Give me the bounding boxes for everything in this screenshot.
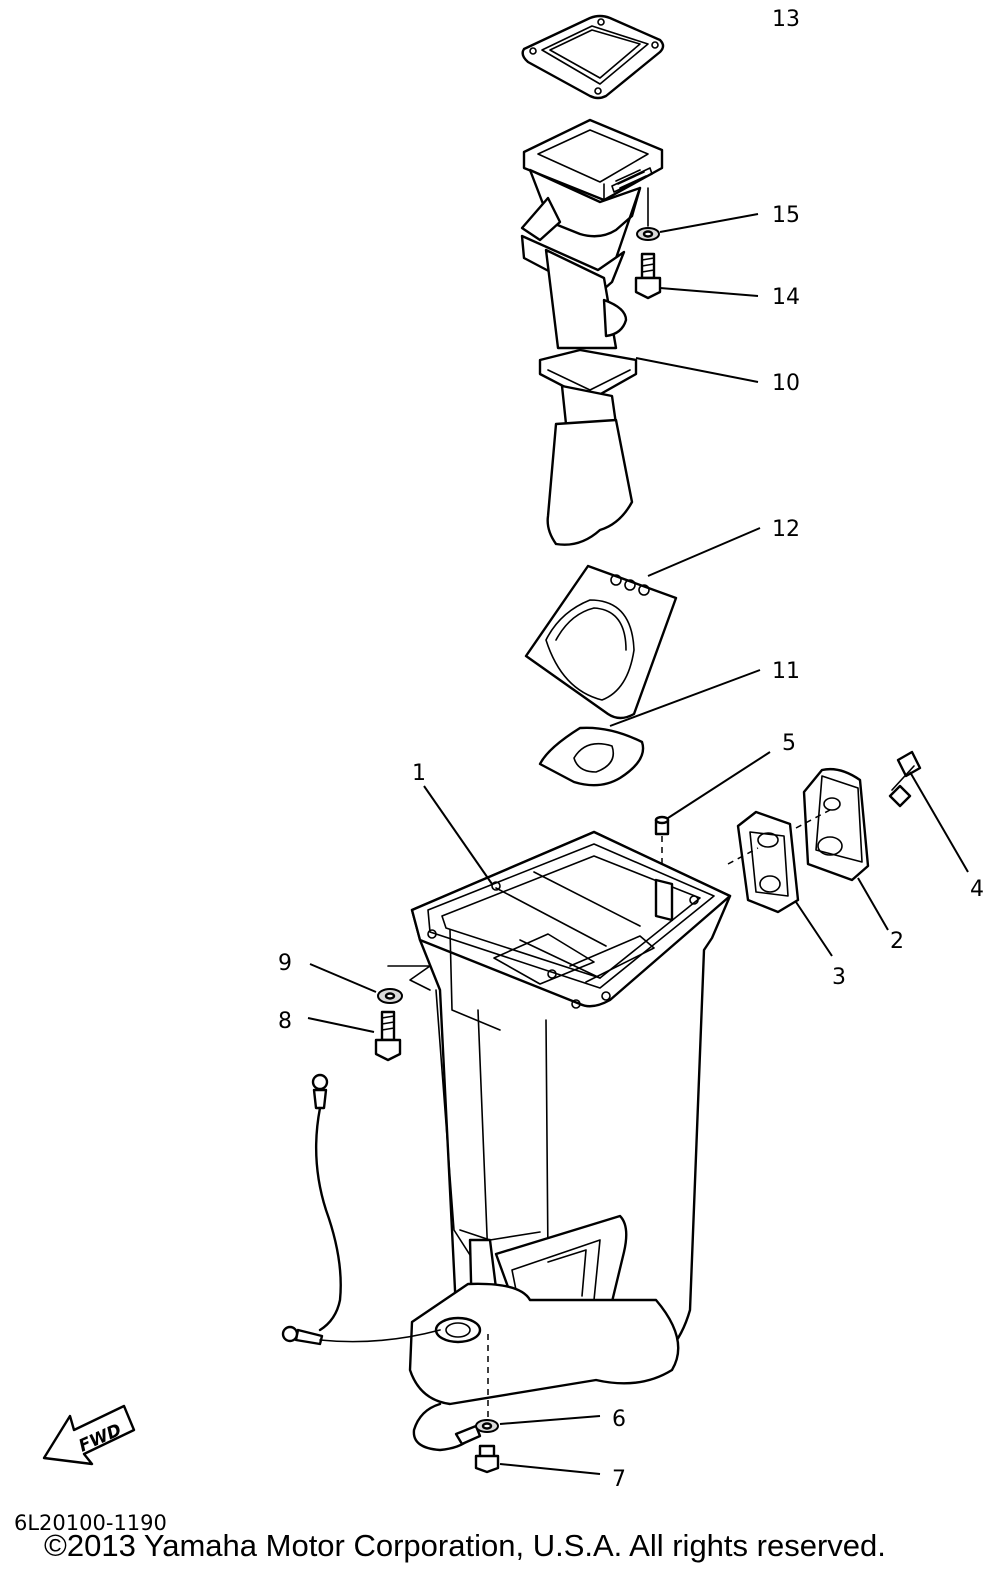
part-14-bolt[interactable] [634,252,759,300]
part-2-cover[interactable] [795,767,889,931]
part-8-bolt[interactable] [307,1010,402,1062]
callout-7: 7 [612,1467,626,1492]
callout-10: 10 [772,371,800,396]
part-13-gasket[interactable] [521,14,665,100]
callout-14: 14 [772,285,800,310]
callout-9: 9 [278,951,292,976]
callout-13: 13 [772,7,800,32]
part-9-washer[interactable] [309,963,431,1004]
part-11-gasket[interactable] [538,669,761,787]
part-10-exhaust-guide[interactable] [520,118,759,546]
callout-3: 3 [832,965,846,990]
callout-4: 4 [970,877,984,902]
part-6-washer[interactable] [454,1415,601,1446]
callout-11: 11 [772,659,800,684]
callout-6: 6 [612,1407,626,1432]
part-1-upper-casing[interactable] [408,785,732,1420]
part-12-seal[interactable] [524,527,761,720]
callout-5: 5 [782,731,796,756]
ground-wire-lead[interactable] [281,1073,470,1452]
part-15-washer[interactable] [636,187,759,241]
callout-1: 1 [412,761,426,786]
part-3-gasket[interactable] [727,810,833,957]
callout-8: 8 [278,1009,292,1034]
copyright-notice: ©2013 Yamaha Motor Corporation, U.S.A. A… [44,1528,886,1563]
part-4-screw[interactable] [888,750,969,873]
callout-12: 12 [772,517,800,542]
drawing-code: 6L20100-1190 [14,1511,167,1535]
callout-15: 15 [772,203,800,228]
fwd-direction-arrow: FWD [42,1404,136,1466]
callout-2: 2 [890,929,904,954]
part-7-bolt[interactable] [474,1444,601,1475]
